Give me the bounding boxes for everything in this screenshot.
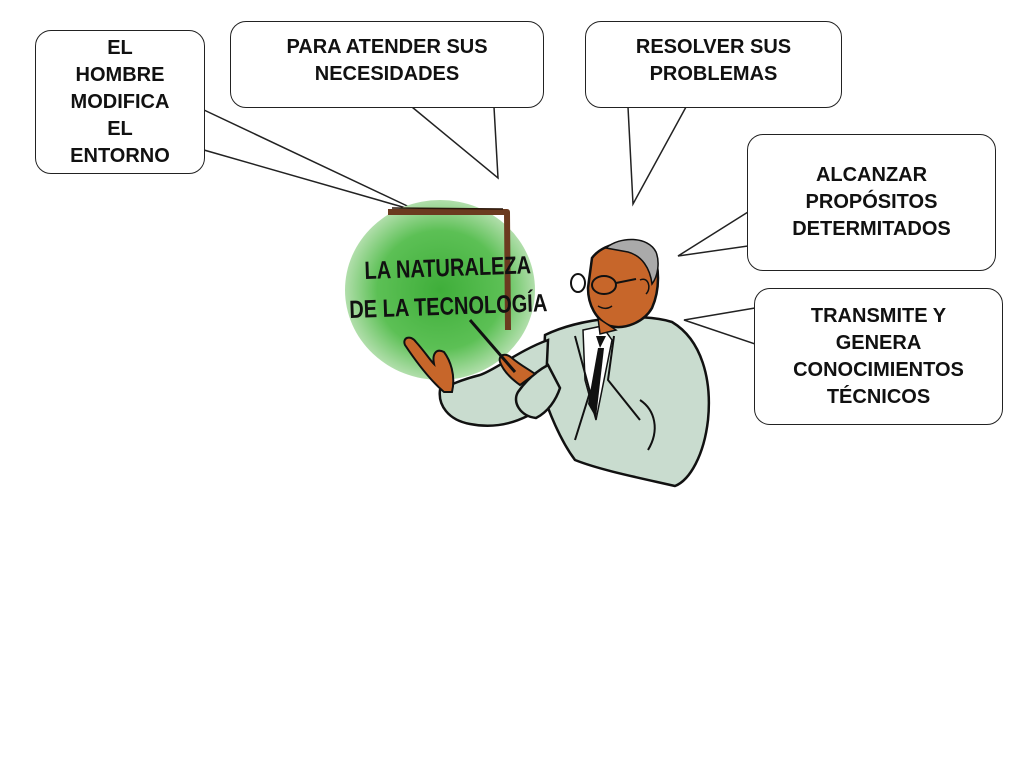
- bubble-line: MODIFICA: [70, 90, 170, 113]
- bubble-line: PROBLEMAS: [649, 63, 778, 85]
- tail-necesidades: [409, 106, 499, 180]
- board-title-line1: LA NATURALEZA: [364, 251, 531, 284]
- bubble-transmite-y-genera-conocimientos: TRANSMITE Y GENERA CONOCIMIENTOS TÉCNICO…: [754, 288, 1003, 425]
- bubble-line: EL: [107, 36, 133, 59]
- board-title-line2: DE LA TECNOLOGÍA: [349, 289, 548, 324]
- bubble-line: TRANSMITE Y: [810, 304, 947, 327]
- chalkboard: LA NATURALEZA DE LA TECNOLOGÍA: [345, 200, 548, 380]
- bubble-line: TÉCNICOS: [826, 385, 931, 408]
- tail-entorno: [203, 108, 421, 213]
- teacher-figure: [403, 238, 711, 488]
- tail-propositos: [677, 210, 749, 257]
- bubble-line: EL: [107, 117, 133, 140]
- bubble-resolver-sus-problemas: RESOLVER SUS PROBLEMAS: [585, 21, 842, 108]
- bubble-line: RESOLVER SUS: [635, 36, 792, 58]
- tail-problemas: [627, 106, 688, 207]
- bubble-line: GENERA: [835, 331, 922, 354]
- bubble-line: ALCANZAR: [815, 164, 928, 186]
- bubble-line: PROPÓSITOS: [805, 191, 938, 213]
- bubble-line: ENTORNO: [70, 144, 170, 167]
- bubble-line: CONOCIMIENTOS: [793, 358, 964, 381]
- tail-conocimientos: [683, 307, 756, 346]
- bubble-para-atender-sus-necesidades: PARA ATENDER SUS NECESIDADES: [230, 21, 544, 108]
- bubble-line: PARA ATENDER SUS: [286, 36, 488, 58]
- bubble-el-hombre-modifica-el-entorno: EL HOMBRE MODIFICA EL ENTORNO: [35, 30, 205, 174]
- bubble-line: DETERMITADOS: [792, 218, 951, 240]
- bubble-alcanzar-propositos: ALCANZAR PROPÓSITOS DETERMITADOS: [747, 134, 996, 271]
- bubble-line: NECESIDADES: [314, 63, 460, 85]
- bubble-line: HOMBRE: [75, 63, 165, 86]
